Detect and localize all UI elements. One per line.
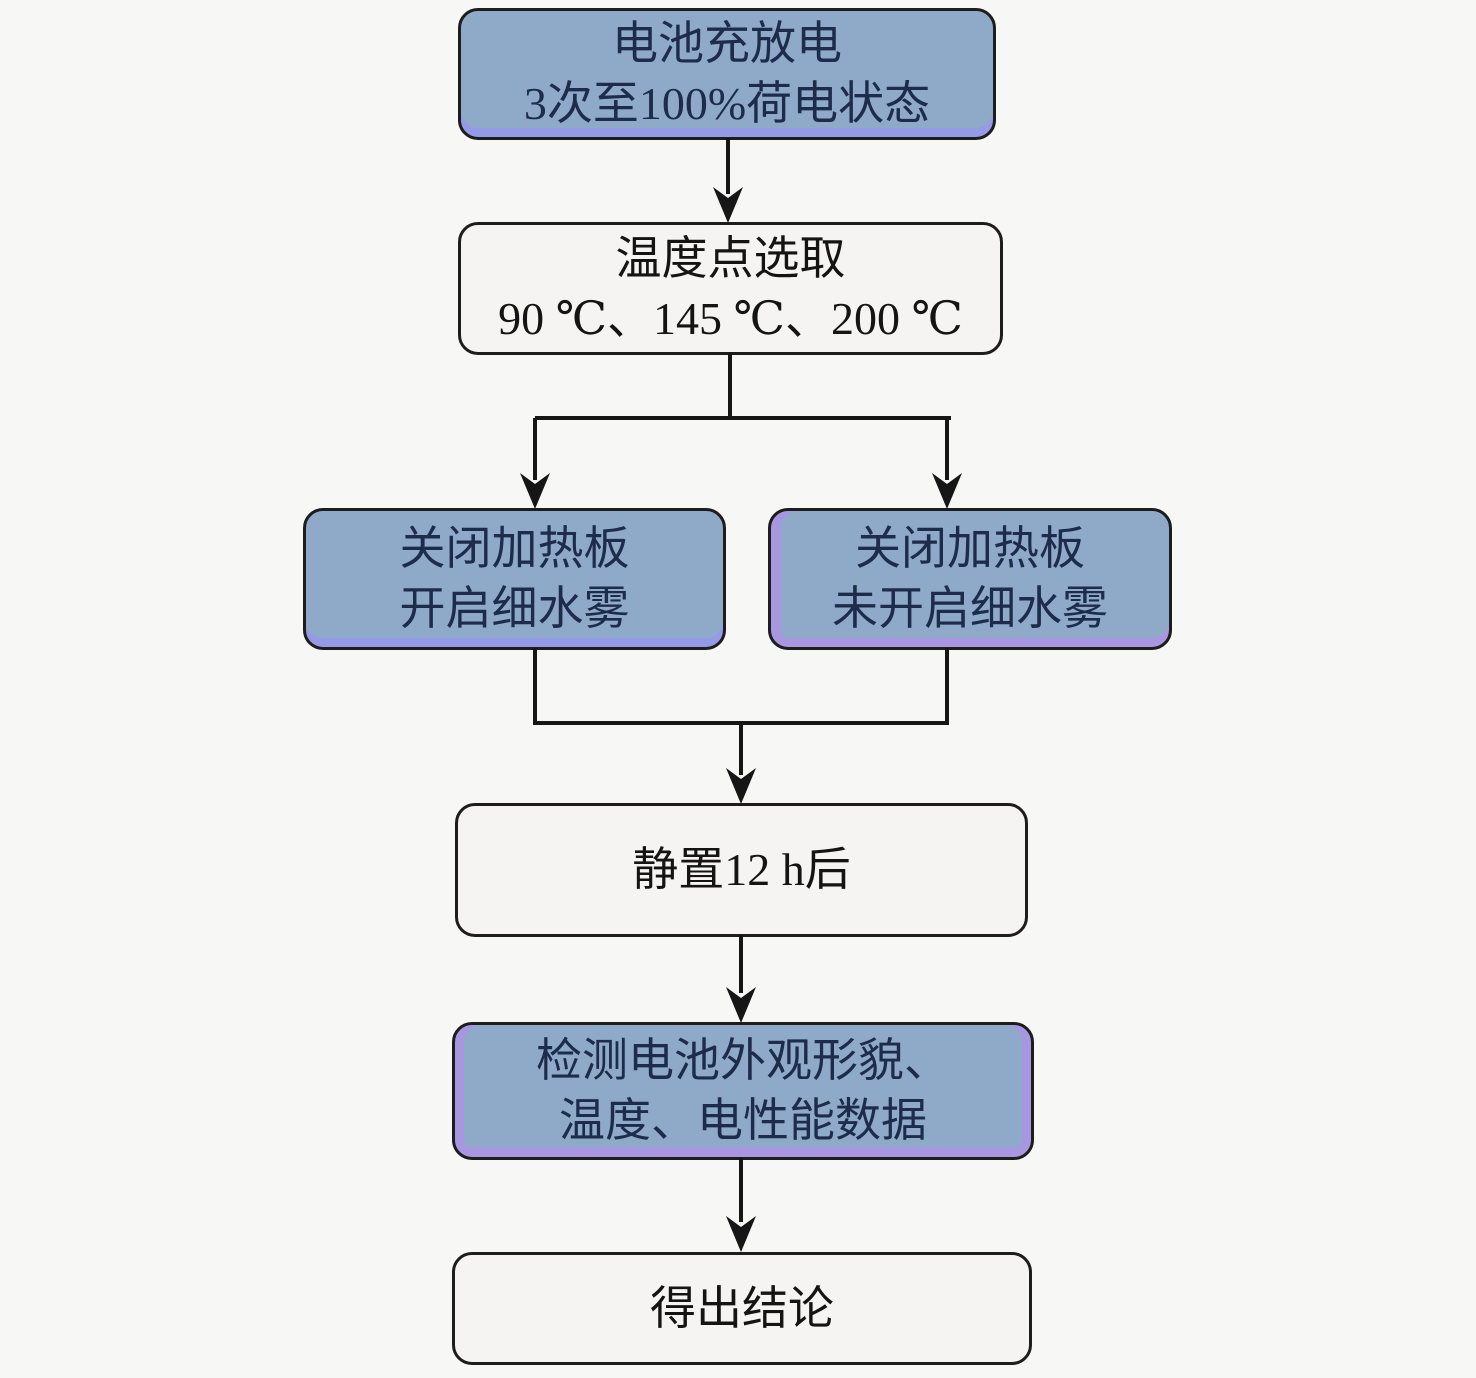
connector-inspect-to-conclusion (739, 1158, 743, 1222)
connector-rest-to-inspect (739, 935, 743, 993)
node-battery-charge-line1: 电池充放电 (612, 18, 842, 70)
node-battery-charge: 电池充放电 3次至100%荷电状态 (458, 8, 996, 140)
connector-split-right-down (945, 418, 949, 480)
arrow-down-icon (932, 473, 962, 509)
node-battery-charge-line2: 3次至100%荷电状态 (523, 78, 931, 129)
connector-charge-to-temp (726, 138, 730, 194)
arrow-down-icon (726, 987, 756, 1023)
node-temperature-selection: 温度点选取 90 ℃、145 ℃、200 ℃ (458, 222, 1003, 355)
arrow-down-icon (726, 1216, 756, 1252)
node-conclusion: 得出结论 (452, 1252, 1032, 1365)
node-inspect-battery-data-line1: 检测电池外观形貌、 (536, 1035, 950, 1087)
node-rest-12h: 静置12 h后 (455, 803, 1028, 937)
node-rest-12h-line1: 静置12 h后 (632, 844, 851, 896)
arrow-down-icon (713, 187, 743, 223)
node-heater-off-mist-off-line1: 关闭加热板 (855, 523, 1085, 575)
node-heater-off-mist-off: 关闭加热板 未开启细水雾 (768, 508, 1172, 650)
connector-merge-to-rest (739, 723, 743, 775)
connector-temp-down (728, 353, 732, 420)
arrow-down-icon (520, 473, 550, 509)
connector-split-left-down (533, 418, 537, 480)
node-heater-off-mist-on-line1: 关闭加热板 (399, 523, 630, 575)
node-inspect-battery-data: 检测电池外观形貌、 温度、电性能数据 (452, 1022, 1034, 1160)
node-heater-off-mist-on-line2: 开启细水雾 (399, 583, 630, 634)
connector-mist-on-down (533, 648, 537, 725)
connector-mist-off-down (945, 648, 949, 725)
node-conclusion-line1: 得出结论 (650, 1282, 834, 1334)
node-temperature-selection-line1: 温度点选取 (615, 232, 846, 284)
node-heater-off-mist-on: 关闭加热板 开启细水雾 (303, 508, 726, 650)
node-heater-off-mist-off-line2: 未开启细水雾 (832, 583, 1108, 634)
connector-split-horizontal (535, 416, 951, 420)
node-inspect-battery-data-line2: 温度、电性能数据 (559, 1095, 927, 1146)
node-temperature-selection-line2: 90 ℃、145 ℃、200 ℃ (498, 292, 963, 344)
arrow-down-icon (726, 768, 756, 804)
